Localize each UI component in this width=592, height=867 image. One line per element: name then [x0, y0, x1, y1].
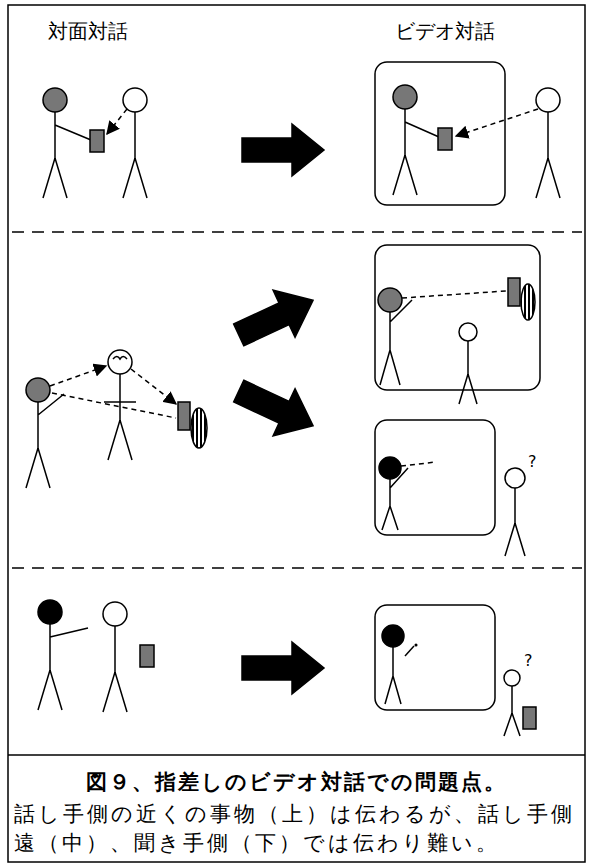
object [508, 278, 520, 306]
row-separator [12, 567, 582, 569]
speaker-figure [393, 85, 439, 195]
object [191, 408, 207, 448]
listener-figure [504, 670, 520, 736]
video-frame [375, 245, 540, 390]
object [90, 130, 104, 152]
outer-frame [8, 5, 585, 862]
transition-arrow [228, 368, 324, 450]
video-frame [375, 62, 505, 205]
object [521, 284, 535, 320]
pointing-hand [405, 646, 414, 656]
caption-body: 話し手側の近くの事物（上）は伝わるが、話し手側遠（中）、聞き手側（下）では伝わり… [14, 800, 580, 858]
listener-figure [459, 323, 477, 404]
gaze-line [52, 393, 176, 418]
speaker-figure [379, 457, 408, 530]
listener-figure [536, 88, 560, 198]
column-heading: 対面対話 [48, 18, 128, 45]
question-mark: ? [528, 452, 537, 471]
video-frame [375, 420, 495, 535]
gaze-line [401, 462, 436, 466]
listener-figure [123, 88, 147, 198]
speaker-figure [38, 600, 88, 710]
pointing-hand [415, 644, 417, 646]
object [140, 645, 154, 667]
speaker-figure [378, 288, 412, 385]
listener-figure [103, 602, 127, 712]
speaker-figure [43, 88, 91, 198]
row-separator [12, 231, 582, 233]
gaze-line [456, 109, 538, 136]
object [178, 402, 190, 430]
listener-figure [505, 468, 525, 556]
speaker-figure [26, 378, 64, 488]
transition-arrow [242, 124, 324, 176]
object [438, 128, 452, 150]
caption-rule [8, 754, 585, 756]
gaze-line [131, 369, 176, 404]
figure-caption: 図９、指差しのビデオ対話での問題点。 [10, 768, 582, 796]
transition-arrow [242, 642, 324, 694]
transition-arrow [228, 277, 324, 359]
video-frame [375, 605, 495, 710]
object [523, 707, 536, 729]
question-mark: ? [524, 651, 533, 670]
gaze-line [402, 291, 506, 298]
speaker-figure [382, 625, 404, 704]
column-heading: ビデオ対話 [395, 18, 495, 45]
gaze-line [107, 109, 127, 134]
gaze-line [50, 366, 106, 386]
